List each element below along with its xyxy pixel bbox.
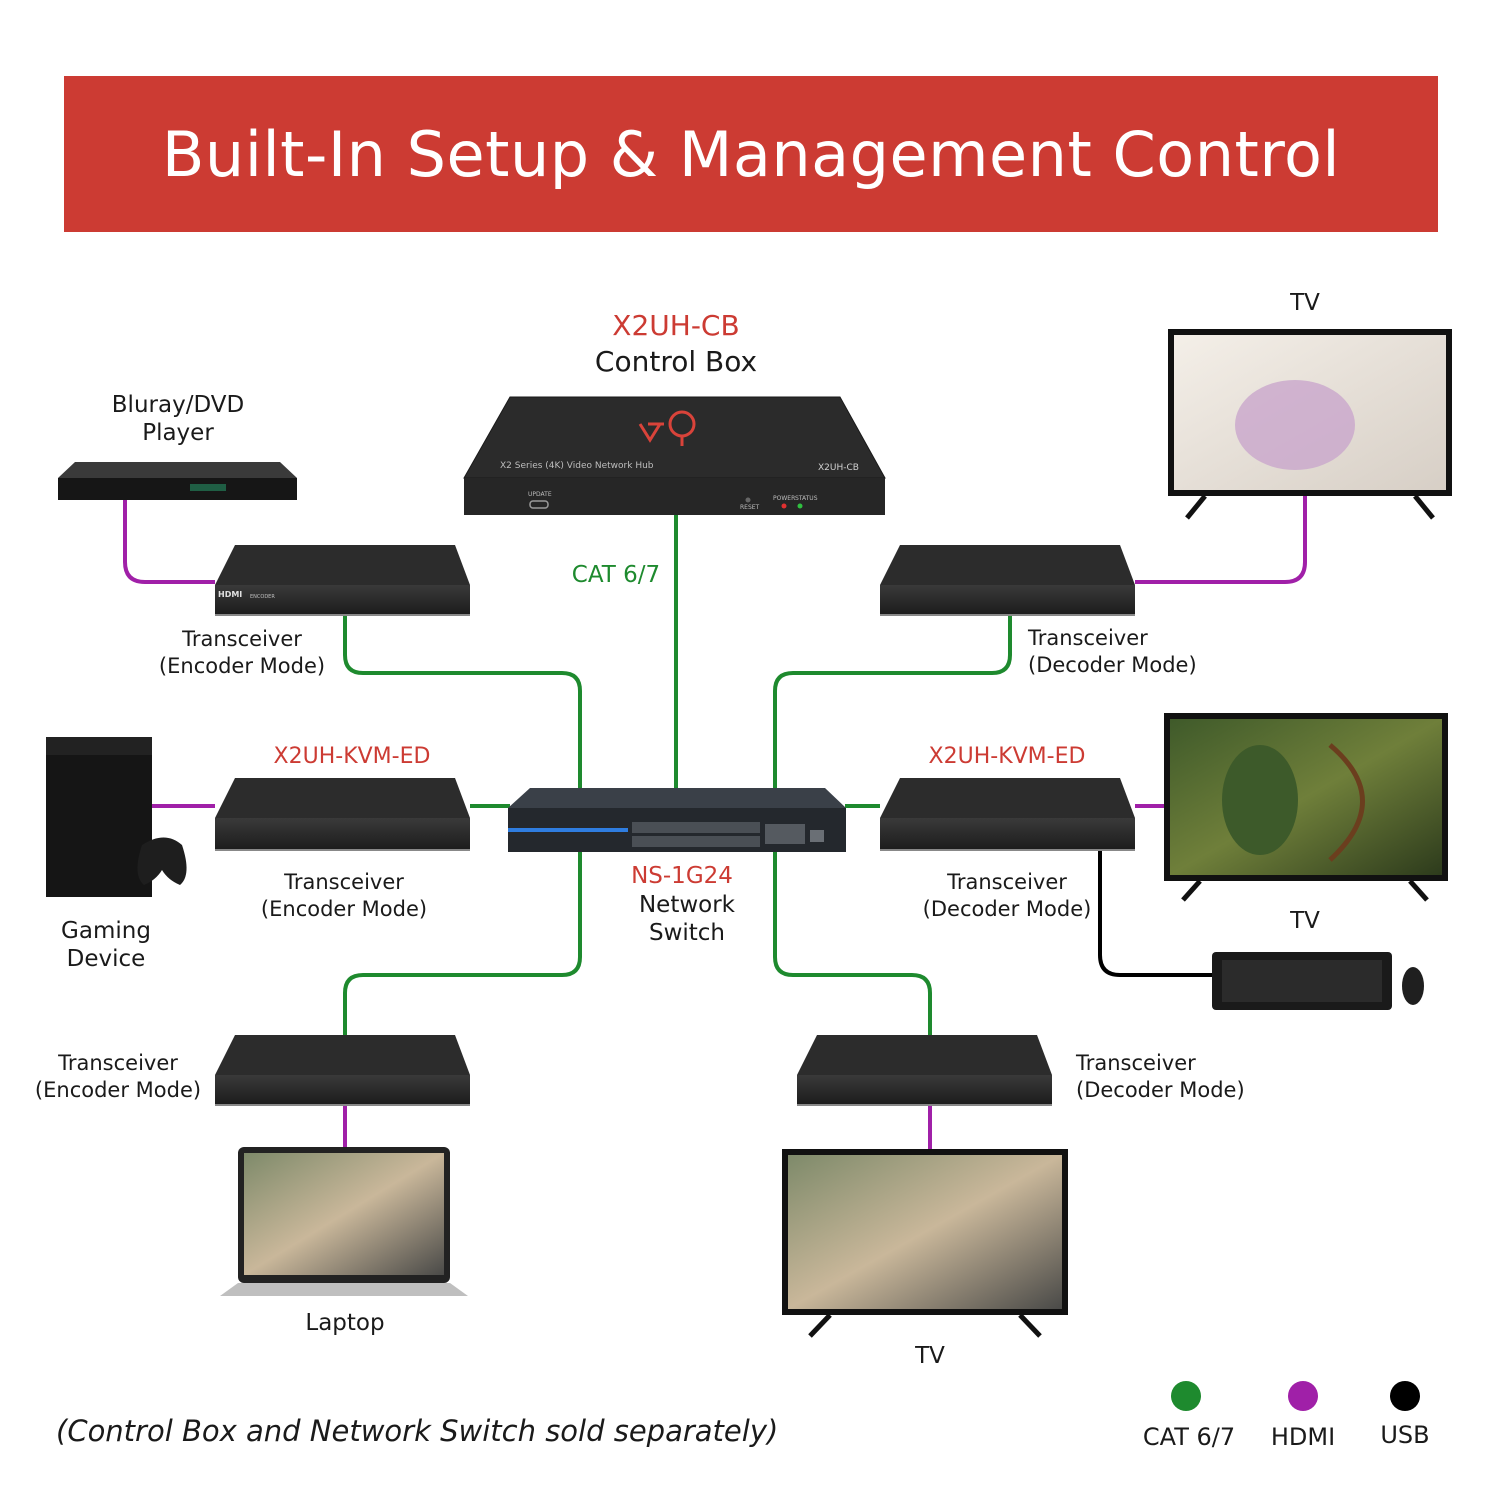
usb-cable-keyboard (1098, 850, 1212, 977)
page-title: Built-In Setup & Management Control (161, 117, 1341, 191)
transceiver-dec2-label: Transceiver (Decoder Mode) (917, 869, 1097, 923)
transceiver-dec2-device (880, 778, 1135, 851)
transceiver-enc3-line1: Transceiver (58, 1051, 178, 1075)
gaming-label: Gaming Device (36, 917, 176, 973)
bluray-label-line2: Player (142, 420, 214, 446)
controller-icon (137, 837, 187, 885)
gaming-label-line2: Device (66, 946, 146, 972)
port-label-reset: RESET (740, 504, 760, 511)
port-label-status: STATUS (795, 495, 818, 502)
legend-dot-hdmi (1288, 1381, 1318, 1411)
switch-name-line1: Network (638, 892, 736, 918)
transceiver-enc2-label: Transceiver (Encoder Mode) (254, 869, 434, 923)
transceiver-enc1-device (215, 545, 470, 616)
port-label-update: UPDATE (528, 491, 552, 498)
transceiver-dec2-line2: (Decoder Mode) (922, 897, 1092, 921)
bluray-label-line1: Bluray/DVD (111, 392, 245, 418)
cat-cable-dec1 (773, 615, 1012, 788)
tv-middle-right-image (1164, 713, 1448, 902)
transceiver-enc2-line1: Transceiver (284, 870, 404, 894)
footnote: (Control Box and Network Switch sold sep… (56, 1414, 779, 1448)
control-box-model-print: X2UH-CB (818, 463, 859, 473)
transceiver-dec1-line1: Transceiver (1028, 626, 1148, 650)
hdmi-cables (123, 494, 1307, 1150)
gaming-label-line1: Gaming (61, 918, 151, 944)
transceiver-enc3-line2: (Encoder Mode) (34, 1078, 202, 1102)
switch-model: NS-1G24 (631, 863, 733, 889)
tv-label-bottom: TV (915, 1343, 945, 1369)
transceiver-enc2-device (215, 778, 470, 851)
transceiver-enc1-label: Transceiver (Encoder Mode) (152, 626, 332, 680)
device-brand-print: HDMI (218, 590, 243, 599)
legend-label-usb: USB (1380, 1421, 1430, 1449)
transceiver-enc1-line2: (Encoder Mode) (158, 654, 326, 678)
control-box-device (463, 396, 886, 515)
control-box-panel-text: X2 Series (4K) Video Network Hub (500, 461, 654, 471)
bluray-label: Bluray/DVD Player (88, 391, 268, 447)
transceiver-dec2-line1: Transceiver (947, 870, 1067, 894)
transceiver-enc2-line2: (Encoder Mode) (260, 897, 428, 921)
tv-label-middle: TV (1290, 908, 1320, 934)
legend-label-cat: CAT 6/7 (1142, 1423, 1236, 1451)
transceiver-dec3-label: Transceiver (Decoder Mode) (1076, 1050, 1266, 1104)
transceiver-enc3-device (215, 1035, 470, 1106)
kvm-model-label-right: X2UH-KVM-ED (928, 744, 1086, 769)
transceiver-dec3-line2: (Decoder Mode) (1076, 1078, 1245, 1102)
switch-name: Network Switch (612, 891, 762, 947)
transceiver-devices (215, 545, 1135, 1106)
laptop-image (220, 1147, 468, 1296)
laptop-label: Laptop (305, 1310, 385, 1336)
cat-cable-label: CAT 6/7 (571, 562, 661, 588)
control-box-model: X2UH-CB (612, 309, 740, 342)
port-label-power: POWER (773, 495, 796, 502)
legend-dot-cat (1171, 1381, 1201, 1411)
transceiver-dec1-label: Transceiver (Decoder Mode) (1028, 625, 1208, 679)
gaming-console-image (46, 737, 187, 897)
cat-cable-enc1 (343, 615, 582, 788)
cat-cables (343, 515, 1012, 1035)
transceiver-dec3-line1: Transceiver (1076, 1051, 1196, 1075)
transceiver-enc3-label: Transceiver (Encoder Mode) (28, 1050, 208, 1104)
control-box-name: Control Box (594, 345, 758, 378)
tv-top-right-image (1168, 329, 1452, 520)
transceiver-enc1-line1: Transceiver (182, 627, 302, 651)
cat-cable-enc3 (343, 850, 582, 1035)
hdmi-cable-tv1 (1135, 494, 1307, 584)
switch-name-line2: Switch (648, 920, 726, 946)
transceiver-dec3-device (797, 1035, 1052, 1106)
transceiver-dec1-device (880, 545, 1135, 616)
tvq-logo-icon (638, 410, 696, 446)
title-banner: Built-In Setup & Management Control (64, 76, 1438, 232)
device-mode-print: ENCODER (250, 594, 275, 600)
tv-bottom-image (782, 1149, 1068, 1338)
legend-label-hdmi: HDMI (1270, 1423, 1336, 1451)
bluray-player-image (58, 462, 297, 500)
kvm-model-label-left: X2UH-KVM-ED (273, 744, 431, 769)
legend-dot-usb (1390, 1381, 1420, 1411)
cat-cable-dec3 (773, 850, 932, 1035)
transceiver-dec1-line2: (Decoder Mode) (1028, 653, 1197, 677)
network-switch-device (508, 788, 846, 852)
tv-label-top: TV (1290, 290, 1320, 316)
keyboard-mouse-image (1212, 952, 1424, 1010)
hdmi-cable-bluray (123, 500, 215, 584)
